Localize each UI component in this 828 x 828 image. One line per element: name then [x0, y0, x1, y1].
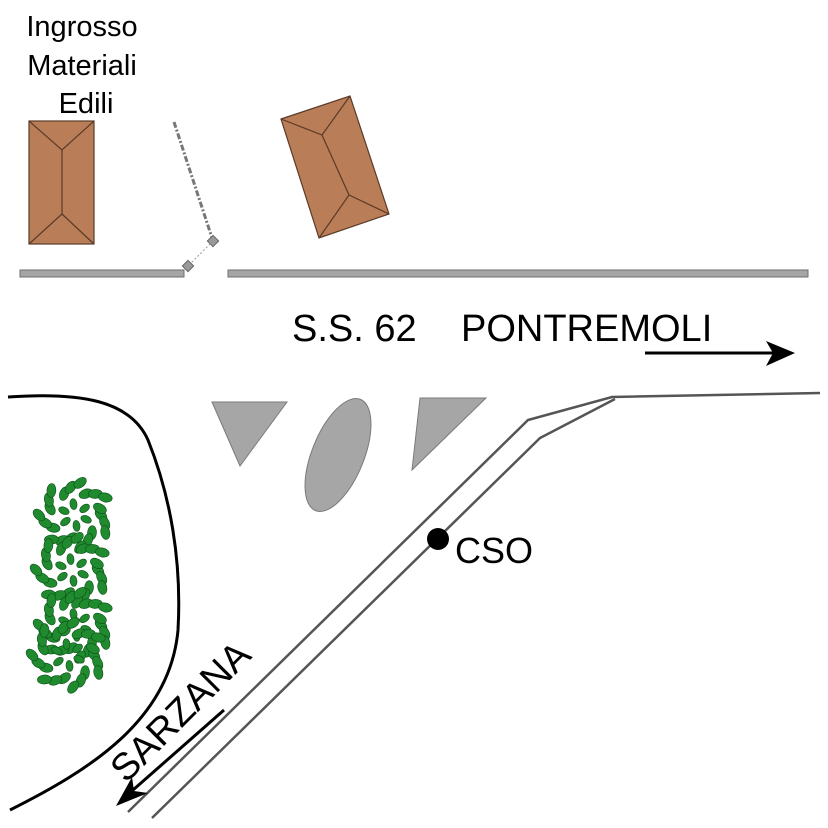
road-edge-right: [227, 269, 809, 278]
store-label-line-2: Materiali: [27, 50, 137, 82]
leaf-icon: [46, 483, 57, 498]
leaf-icon: [100, 525, 111, 540]
leaf-icon: [66, 553, 75, 565]
cso-dot-icon: [427, 528, 449, 550]
leaf-icon: [69, 498, 78, 510]
leaf-icon: [72, 520, 81, 532]
leaf-icon: [69, 575, 78, 587]
leaf-icon: [66, 617, 80, 629]
leaf-icon: [79, 613, 90, 624]
leaf-icon: [43, 538, 54, 553]
leaf-icon: [77, 570, 89, 579]
arrow-right-icon: [645, 341, 795, 366]
leaf-icon: [73, 587, 87, 599]
leaf-icon: [73, 477, 87, 489]
leaf-icon: [79, 503, 90, 514]
store-building-icon: [28, 120, 95, 245]
traffic-island-right: [411, 397, 488, 472]
leaf-icon: [29, 563, 43, 577]
leaf-icon: [76, 558, 87, 569]
store-label-line-1: Ingrosso: [26, 11, 137, 43]
tree-icon: [29, 532, 110, 609]
traffic-island-left: [211, 401, 288, 467]
leaf-icon: [32, 508, 46, 522]
leaf-icon: [93, 665, 104, 680]
leaf-icon: [62, 638, 71, 650]
leaf-icon: [57, 571, 68, 582]
leaf-icon: [67, 680, 79, 694]
leaf-icon: [53, 656, 64, 667]
leaf-icon: [51, 646, 63, 655]
secondary-road: [127, 391, 821, 819]
leaf-icon: [46, 593, 57, 608]
store-label-line-3: Edili: [59, 88, 114, 120]
leaf-icon: [70, 532, 84, 544]
leaf-icon: [60, 516, 71, 527]
leaf-icon: [95, 547, 110, 558]
leaf-icon: [55, 561, 67, 570]
highway-label: S.S. 62: [292, 308, 417, 350]
leaf-icon: [91, 632, 106, 643]
tree-icon: [25, 617, 106, 694]
leaf-icon: [37, 674, 52, 685]
leaf-icon: [86, 642, 100, 654]
leaf-icon: [97, 580, 108, 595]
leaf-icon: [65, 660, 74, 672]
sarzana-label: SARZANA: [103, 633, 260, 790]
pontremoli-label: PONTREMOLI: [461, 308, 712, 350]
leaf-icon: [80, 515, 92, 524]
leaf-icon: [98, 492, 113, 503]
leaf-icon: [73, 655, 85, 664]
leaf-icon: [58, 506, 70, 515]
leaf-icon: [90, 557, 104, 569]
leaf-icon: [93, 612, 107, 624]
leaf-icon: [25, 648, 39, 662]
leaf-icon: [72, 643, 83, 654]
arrow-down-left-icon: [116, 708, 225, 806]
leaf-icon: [98, 602, 113, 613]
traffic-island-center: [304, 398, 372, 512]
road-edge-left: [19, 269, 185, 278]
leaf-icon: [93, 502, 107, 514]
field-boundary: [7, 394, 181, 812]
building-icon: [280, 95, 390, 239]
gate-fence-icon: [172, 121, 220, 273]
cso-label: CSO: [455, 530, 533, 571]
leaf-icon: [39, 623, 50, 638]
